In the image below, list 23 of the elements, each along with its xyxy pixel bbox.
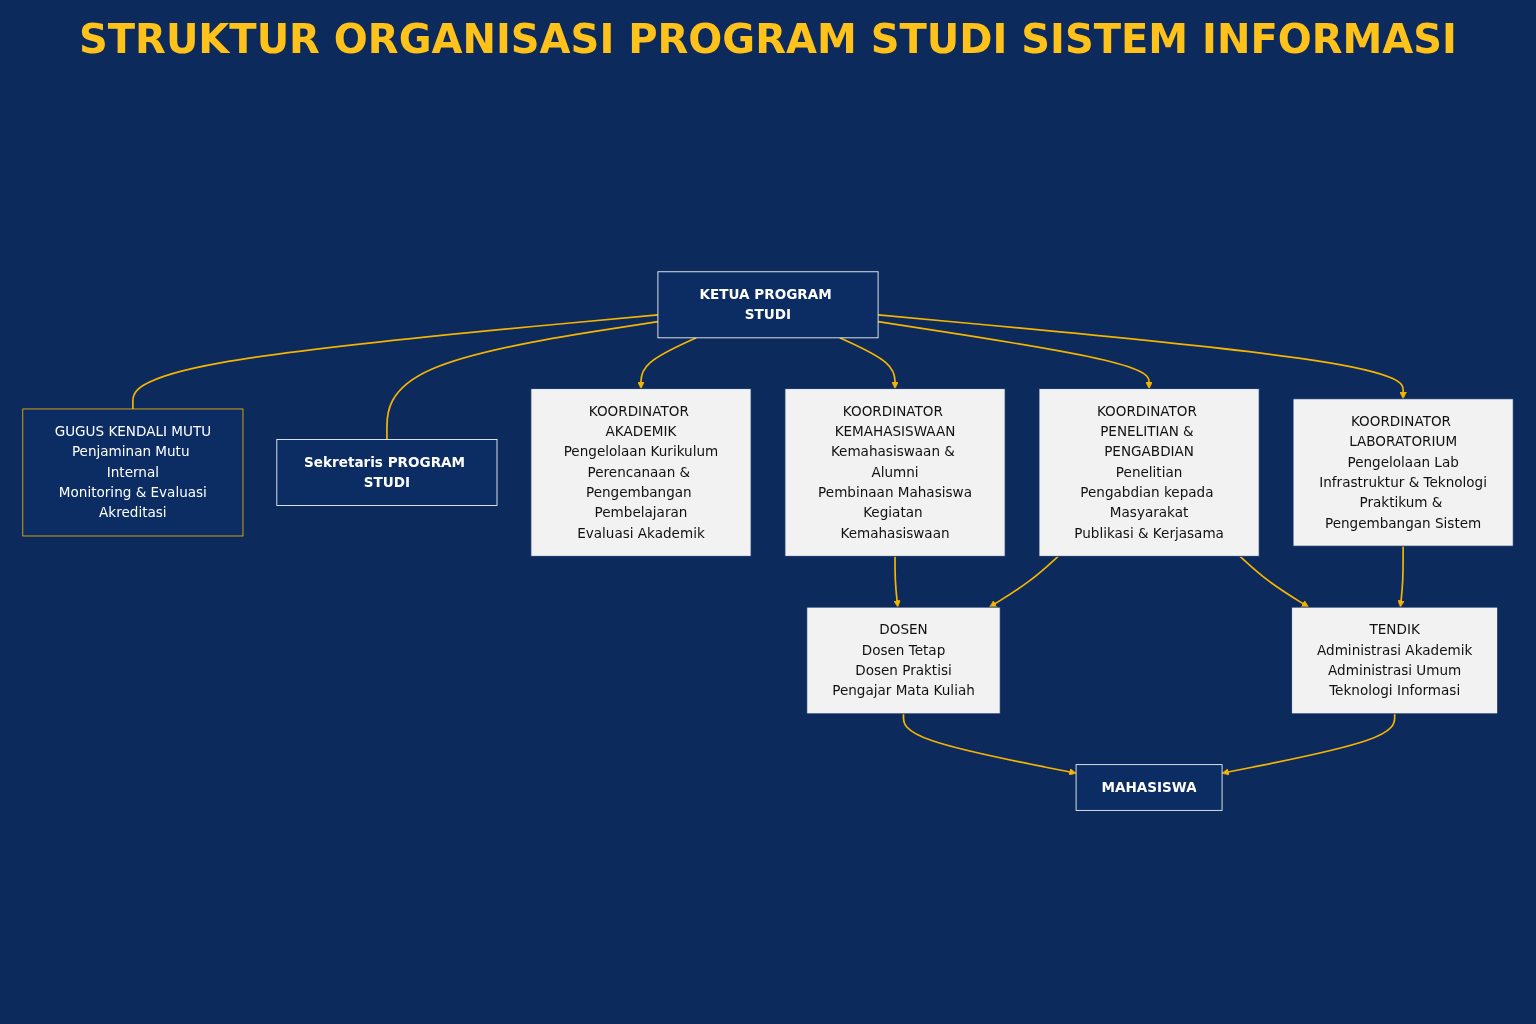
node-box: DOSEN Dosen Tetap Dosen Praktisi Pengajar Mata Kuliah xyxy=(806,606,1001,715)
node-box: KOORDINATOR AKADEMIK Pengelolaan Kurikulum Perencanaan & Pengembangan Pembelajaran Evaluasi Akademik xyxy=(530,388,752,557)
arrow xyxy=(893,555,901,608)
arrow xyxy=(877,314,1407,400)
node-box: KOORDINATOR PENELITIAN & PENGABDIAN Penelitian Pengabdian kepada Masyarakat Publikasi & Kerjasama xyxy=(1038,388,1260,557)
arrow xyxy=(1221,712,1396,776)
node-box: MAHASISWA xyxy=(1075,764,1223,811)
node-box: KOORDINATOR LABORATORIUM Pengelolaan Lab Infrastruktur & Teknologi Praktikum & Pengembangan Sistem xyxy=(1292,398,1514,547)
node-box: Sekretaris PROGRAM STUDI xyxy=(276,438,498,506)
arrow xyxy=(877,320,1153,389)
node-box: GUGUS KENDALI MUTU Penjaminan Mutu Internal Monitoring & Evaluasi Akreditasi xyxy=(22,408,244,537)
title: STRUKTUR ORGANISASI PROGRAM STUDI SISTEM INFORMASI xyxy=(78,16,1458,62)
node-box: KETUA PROGRAM STUDI xyxy=(657,271,879,339)
arrow xyxy=(838,336,899,389)
node-box: KOORDINATOR KEMAHASISWAAN Kemahasiswaan & Alumni Pembinaan Mahasiswa Kegiatan Kemahasiswaan xyxy=(784,388,1006,557)
arrow xyxy=(902,712,1077,776)
arrow xyxy=(989,555,1059,608)
node-box: TENDIK Administrasi Akademik Administrasi Umum Teknologi Informasi xyxy=(1291,606,1499,715)
arrow xyxy=(1239,555,1309,608)
connector xyxy=(132,314,659,410)
arrow xyxy=(1397,545,1405,608)
connector xyxy=(386,320,659,441)
arrow xyxy=(637,336,698,389)
